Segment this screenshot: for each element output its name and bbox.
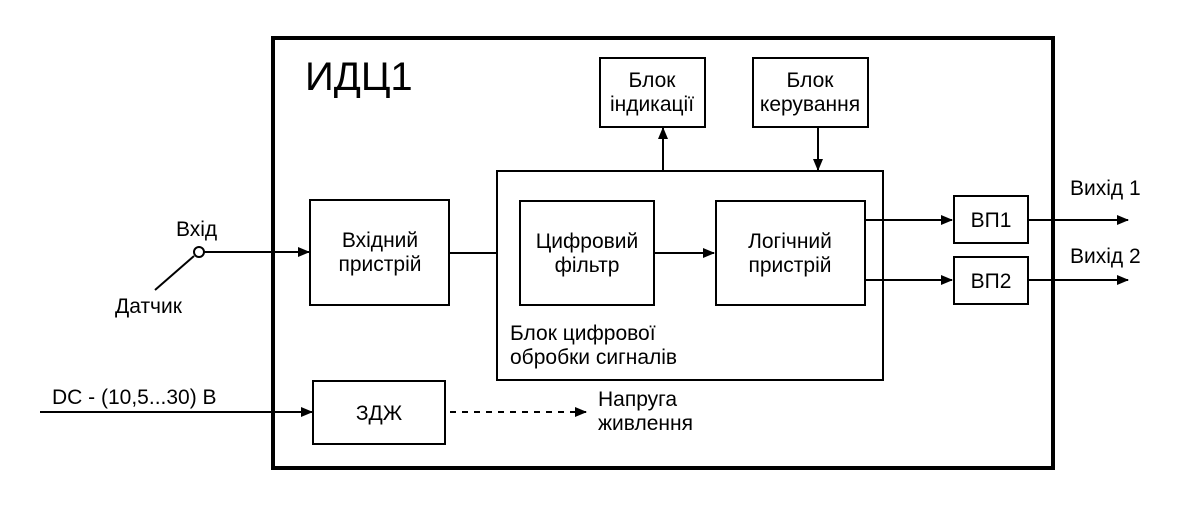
power-label-line1: Напруга <box>598 388 677 411</box>
vp1-label: ВП1 <box>971 209 1012 232</box>
logic-device-block: Логічний пристрій <box>715 200 866 306</box>
logic-device-line2: пристрій <box>749 254 832 277</box>
vp2-block: ВП2 <box>953 256 1029 305</box>
digital-filter-line1: Цифровий <box>536 230 639 253</box>
input-device-line1: Вхідний <box>342 229 418 252</box>
sensor-label: Датчик <box>115 295 183 318</box>
dsp-block-line2: обробки сигналів <box>510 346 677 369</box>
vp1-block: ВП1 <box>953 195 1029 244</box>
output1-label: Вихід 1 <box>1070 177 1141 200</box>
vp2-label: ВП2 <box>971 270 1012 293</box>
control-block: Блок керування <box>752 57 869 128</box>
supply-label: DC - (10,5...30) В <box>52 386 217 409</box>
logic-device-line1: Логічний <box>748 230 832 253</box>
indication-block: Блок індикації <box>599 57 706 128</box>
input-device-block: Вхідний пристрій <box>309 199 450 306</box>
sensor-switch <box>154 246 205 291</box>
input-label: Вхід <box>176 218 217 241</box>
output2-label: Вихід 2 <box>1070 245 1141 268</box>
psu-label: ЗДЖ <box>356 402 403 425</box>
digital-filter-block: Цифровий фільтр <box>519 200 655 306</box>
power-label-line2: живлення <box>598 412 693 435</box>
psu-block: ЗДЖ <box>312 380 446 445</box>
control-line2: керування <box>760 93 860 116</box>
digital-filter-line2: фільтр <box>555 254 620 277</box>
control-line1: Блок <box>787 69 835 92</box>
indication-line2: індикації <box>610 93 694 116</box>
indication-line1: Блок <box>629 69 677 92</box>
input-terminal-icon <box>193 246 205 258</box>
dsp-block-line1: Блок цифрової <box>510 322 656 345</box>
input-device-line2: пристрій <box>339 253 422 276</box>
device-title: ИДЦ1 <box>305 55 413 99</box>
